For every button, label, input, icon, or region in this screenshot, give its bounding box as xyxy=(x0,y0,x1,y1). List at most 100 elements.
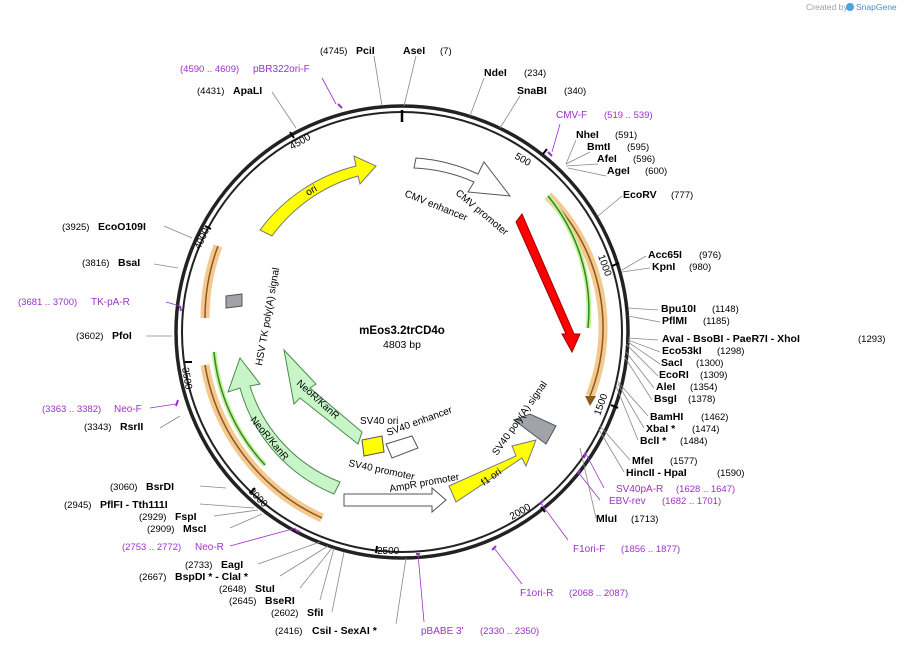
site-name-ecori[interactable]: EcoRI xyxy=(659,369,689,381)
site-name-pfoi[interactable]: PfoI xyxy=(112,330,132,342)
primer-pos-sv40pa-r: (1628 .. 1647) xyxy=(676,484,735,495)
site-name-alei[interactable]: AleI xyxy=(656,381,675,393)
site-name-rsrii[interactable]: RsrII xyxy=(120,421,143,433)
primer-name-tk-pa-r[interactable]: TK-pA-R xyxy=(91,297,130,308)
orf-inner-edge-neo xyxy=(213,351,266,466)
feature-neor-kanr[interactable] xyxy=(227,356,341,495)
site-pos-kpni: (980) xyxy=(689,262,711,273)
primer-name-neo-r[interactable]: Neo-R xyxy=(195,542,224,553)
leader-lines xyxy=(146,55,661,625)
site-name-pflfi-tth111i[interactable]: PflFI - Tth111I xyxy=(100,499,168,511)
feature-ori[interactable] xyxy=(259,155,377,237)
site-name-sfii[interactable]: SfiI xyxy=(307,607,323,619)
site-pos-bseri: (2645) xyxy=(229,596,256,607)
site-name-agei[interactable]: AgeI xyxy=(607,165,630,177)
site-name-bmti[interactable]: BmtI xyxy=(587,141,610,153)
site-name-msci[interactable]: MscI xyxy=(183,523,206,535)
tick-label-2500: 2500 xyxy=(377,546,400,557)
site-name-stui[interactable]: StuI xyxy=(255,583,275,595)
site-name-bamhi[interactable]: BamHI xyxy=(650,411,683,423)
site-name-kpni[interactable]: KpnI xyxy=(652,261,675,273)
feature-ampr-promoter[interactable] xyxy=(343,486,447,514)
feature-sv40-ori[interactable] xyxy=(361,435,385,457)
feature-hsv-tk-polya[interactable] xyxy=(225,293,243,309)
site-name-pflmi[interactable]: PflMI xyxy=(662,315,687,327)
primer-name-cmv-f[interactable]: CMV-F xyxy=(556,110,587,121)
site-pos-asei: (7) xyxy=(440,46,452,57)
site-name-ecorv[interactable]: EcoRV xyxy=(623,189,657,201)
feature-label-sv40-ori: SV40 ori xyxy=(360,416,398,427)
tick-marks xyxy=(185,131,620,554)
site-name-ndei[interactable]: NdeI xyxy=(484,67,507,79)
site-name-bspdi-clai[interactable]: BspDI * - ClaI * xyxy=(175,571,249,583)
site-name-bpu10i[interactable]: Bpu10I xyxy=(661,303,696,315)
primer-pos-tk-pa-r: (3681 .. 3700) xyxy=(18,297,77,308)
feature-neor-kanr-inner[interactable] xyxy=(283,348,363,445)
plasmid-name: mEos3.2trCD4o xyxy=(359,325,445,337)
feature-label-sv40-promoter: SV40 promoter xyxy=(347,458,416,483)
site-name-hincii-hpai[interactable]: HincII - HpaI xyxy=(626,467,687,479)
feature-sv40-polya[interactable] xyxy=(512,413,557,445)
feature-label-ori: ori xyxy=(304,184,319,199)
site-name-mlui[interactable]: MluI xyxy=(596,513,617,525)
site-name-snabi[interactable]: SnaBI xyxy=(517,85,547,97)
orf-inner-edge-mEos3.2 xyxy=(547,195,590,329)
feature-sv40-enhancer[interactable] xyxy=(385,435,419,459)
site-name-xbai[interactable]: XbaI * xyxy=(646,423,676,435)
site-name-afei[interactable]: AfeI xyxy=(597,153,617,165)
site-pos-xbai: (1474) xyxy=(692,424,719,435)
primer-name-f1ori-r[interactable]: F1ori-R xyxy=(520,588,553,599)
site-name-asei[interactable]: AseI xyxy=(403,45,425,57)
site-name-saci[interactable]: SacI xyxy=(661,357,683,369)
primer-labels: (4590 .. 4609) pBR322ori-F CMV-F (519 ..… xyxy=(18,64,735,637)
site-pos-mfei: (1577) xyxy=(670,456,697,467)
primer-name-pbabe-3[interactable]: pBABE 3' xyxy=(421,626,464,637)
feature-f1-ori[interactable] xyxy=(448,439,537,503)
site-pos-alei: (1354) xyxy=(690,382,717,393)
feature-mEos3.2[interactable] xyxy=(515,213,581,354)
site-pos-bcli: (1484) xyxy=(680,436,707,447)
site-pos-sfii: (2602) xyxy=(271,608,298,619)
site-name-bsgi[interactable]: BsgI xyxy=(654,393,677,405)
primer-name-pbr322ori-f[interactable]: pBR322ori-F xyxy=(253,64,310,75)
primer-name-sv40pa-r[interactable]: SV40pA-R xyxy=(616,484,663,495)
site-name-eco53ki[interactable]: Eco53kI xyxy=(662,345,702,357)
site-name-eagi[interactable]: EagI xyxy=(221,559,243,571)
site-pos-eagi: (2733) xyxy=(185,560,212,571)
primer-name-ebv-rev[interactable]: EBV-rev xyxy=(609,496,646,507)
site-name-apali[interactable]: ApaLI xyxy=(233,85,262,97)
site-name-bsai[interactable]: BsaI xyxy=(118,257,140,269)
primer-name-f1ori-f[interactable]: F1ori-F xyxy=(573,544,605,555)
site-name-bcli[interactable]: BclI * xyxy=(640,435,667,447)
primer-pos-ebv-rev: (1682 .. 1701) xyxy=(662,496,721,507)
site-name-avai-xhoi[interactable]: AvaI - BsoBI - PaeR7I - XhoI xyxy=(662,333,800,345)
site-name-csii-sexai[interactable]: CsiI - SexAI * xyxy=(312,625,378,637)
site-pos-rsrii: (3343) xyxy=(84,422,111,433)
feature-label-neor-inner: NeoR/KanR xyxy=(294,378,341,422)
site-name-acc65i[interactable]: Acc65I xyxy=(648,249,682,261)
site-pos-hincii-hpai: (1590) xyxy=(717,468,744,479)
site-name-mfei[interactable]: MfeI xyxy=(632,455,653,467)
site-pos-fspi: (2929) xyxy=(139,512,166,523)
site-pos-agei: (600) xyxy=(645,166,667,177)
site-name-pcii[interactable]: PciI xyxy=(356,45,375,57)
site-pos-afei: (596) xyxy=(633,154,655,165)
site-name-fspi[interactable]: FspI xyxy=(175,511,197,523)
primer-pos-pbabe-3: (2330 .. 2350) xyxy=(480,626,539,637)
orf-outline-tk xyxy=(200,244,223,319)
site-pos-bsgi: (1378) xyxy=(688,394,715,405)
site-name-ecoo109i[interactable]: EcoO109I xyxy=(98,221,146,233)
site-pos-ecorv: (777) xyxy=(671,190,693,201)
feature-cmv-enhancer[interactable] xyxy=(413,157,512,197)
site-pos-msci: (2909) xyxy=(147,524,174,535)
site-pos-bsrdi: (3060) xyxy=(110,482,137,493)
primer-name-neo-f[interactable]: Neo-F xyxy=(114,404,142,415)
site-name-nhei[interactable]: NheI xyxy=(576,129,599,141)
site-pos-bsai: (3816) xyxy=(82,258,109,269)
site-name-bseri[interactable]: BseRI xyxy=(265,595,295,607)
site-name-bsrdi[interactable]: BsrDI xyxy=(146,481,174,493)
site-pos-pflfi: (2945) xyxy=(64,500,91,511)
credit-brand: SnapGene xyxy=(856,2,897,12)
primer-leader-lines xyxy=(149,77,605,623)
